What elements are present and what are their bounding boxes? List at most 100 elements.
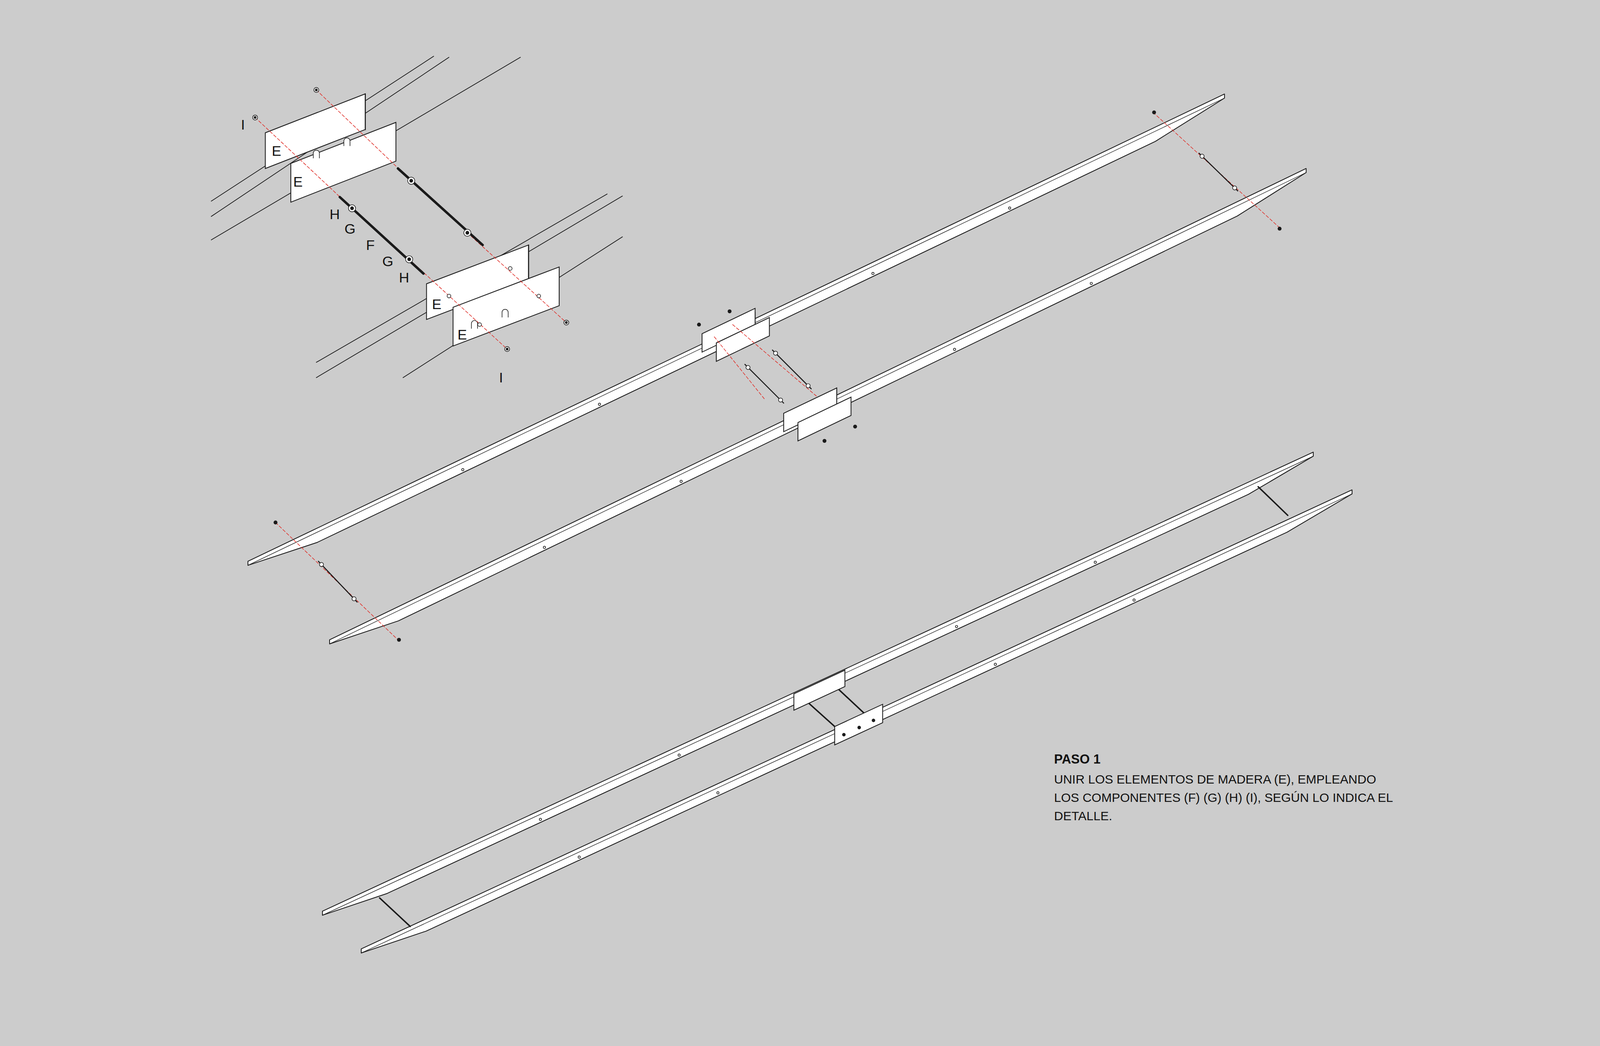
beam-hole xyxy=(1132,599,1135,602)
washer xyxy=(806,383,811,388)
screw xyxy=(697,322,701,327)
cross-rod xyxy=(834,685,865,715)
part-label: E xyxy=(432,297,442,312)
axis-line xyxy=(467,232,567,323)
beam-hole xyxy=(680,480,683,483)
beam-outline xyxy=(211,57,521,240)
splice-plate xyxy=(834,704,883,745)
beam-hole xyxy=(994,663,997,666)
part-label: G xyxy=(382,254,393,269)
threaded-rod xyxy=(1199,153,1238,192)
wood-beam xyxy=(361,490,1353,954)
beam-hole xyxy=(716,792,719,795)
beam-hole xyxy=(955,625,958,628)
step-title: PASO 1 xyxy=(1054,752,1101,766)
bolt-hole xyxy=(477,322,482,327)
washer xyxy=(773,351,778,356)
part-label: E xyxy=(457,327,468,342)
bolt-hole xyxy=(508,266,513,271)
washer xyxy=(405,255,413,263)
cross-rod xyxy=(1258,487,1288,516)
plate-notch xyxy=(471,320,478,329)
plate-notch xyxy=(502,309,509,318)
beam-hole xyxy=(543,546,546,549)
beam-edge xyxy=(247,98,1225,566)
threaded-rod xyxy=(772,350,812,389)
screw xyxy=(563,320,569,325)
screw xyxy=(822,439,827,443)
nut xyxy=(407,257,411,261)
screw-slot xyxy=(315,88,318,91)
screw xyxy=(273,520,278,525)
screw xyxy=(853,425,857,429)
washer xyxy=(1200,154,1205,159)
bolt-head xyxy=(857,726,861,730)
washer xyxy=(407,177,415,185)
threaded-rod xyxy=(397,168,483,245)
part-label: F xyxy=(366,237,375,253)
beam-outline xyxy=(211,57,450,217)
wood-beam xyxy=(329,168,1307,644)
washer xyxy=(1232,185,1237,190)
washer xyxy=(745,365,750,370)
nut xyxy=(465,231,469,235)
beam-hole xyxy=(871,272,874,275)
beam-hole xyxy=(539,818,542,821)
axis-line xyxy=(1152,112,1281,229)
screw xyxy=(397,638,401,642)
washer xyxy=(778,397,783,403)
threaded-rod xyxy=(340,197,424,274)
beam-hole xyxy=(598,403,601,406)
beam-hole xyxy=(1008,207,1011,210)
axis-line xyxy=(316,90,412,181)
wood-beam xyxy=(322,452,1314,916)
bolt-head xyxy=(842,733,846,737)
part-label: I xyxy=(240,117,245,132)
washer xyxy=(463,229,471,237)
screw xyxy=(504,346,510,352)
beam-edge xyxy=(322,456,1314,916)
splice-plate xyxy=(797,397,851,441)
beam-hole xyxy=(1090,282,1093,285)
part-label: I xyxy=(499,370,503,385)
screw-slot xyxy=(506,348,509,351)
beam-hole xyxy=(953,348,956,351)
nut xyxy=(350,206,354,210)
beam-hole xyxy=(1094,561,1097,564)
beam-hole xyxy=(577,856,580,859)
beam-edge xyxy=(329,172,1307,644)
screw xyxy=(252,115,258,120)
plate-notch xyxy=(343,137,350,147)
bolt-head xyxy=(872,719,875,723)
axis-line xyxy=(255,117,353,209)
threaded-rod xyxy=(745,364,784,404)
joint-line xyxy=(365,94,366,130)
axis-line xyxy=(732,324,817,396)
beam-outline xyxy=(316,196,623,378)
screw-slot xyxy=(565,321,568,324)
splice-plate xyxy=(290,122,396,203)
joint-line xyxy=(527,245,529,281)
washer xyxy=(352,597,357,602)
screw xyxy=(1277,227,1282,231)
beam-outline xyxy=(316,194,608,363)
part-label: E xyxy=(293,174,303,189)
washer xyxy=(348,204,356,212)
splice-plate xyxy=(716,317,770,362)
cross-rod xyxy=(379,898,410,928)
beam-outline xyxy=(402,237,623,378)
beam-hole xyxy=(461,468,464,471)
screw xyxy=(1152,110,1156,115)
bolt-hole xyxy=(447,294,451,298)
part-label: E xyxy=(271,143,282,158)
screw-slot xyxy=(254,116,257,119)
beam-hole xyxy=(677,754,680,757)
part-label: H xyxy=(329,207,340,222)
nut xyxy=(409,179,413,183)
splice-plate xyxy=(793,670,845,711)
threaded-rod xyxy=(318,561,358,603)
splice-plate xyxy=(452,267,560,347)
screw xyxy=(727,309,732,313)
axis-line xyxy=(275,522,398,640)
